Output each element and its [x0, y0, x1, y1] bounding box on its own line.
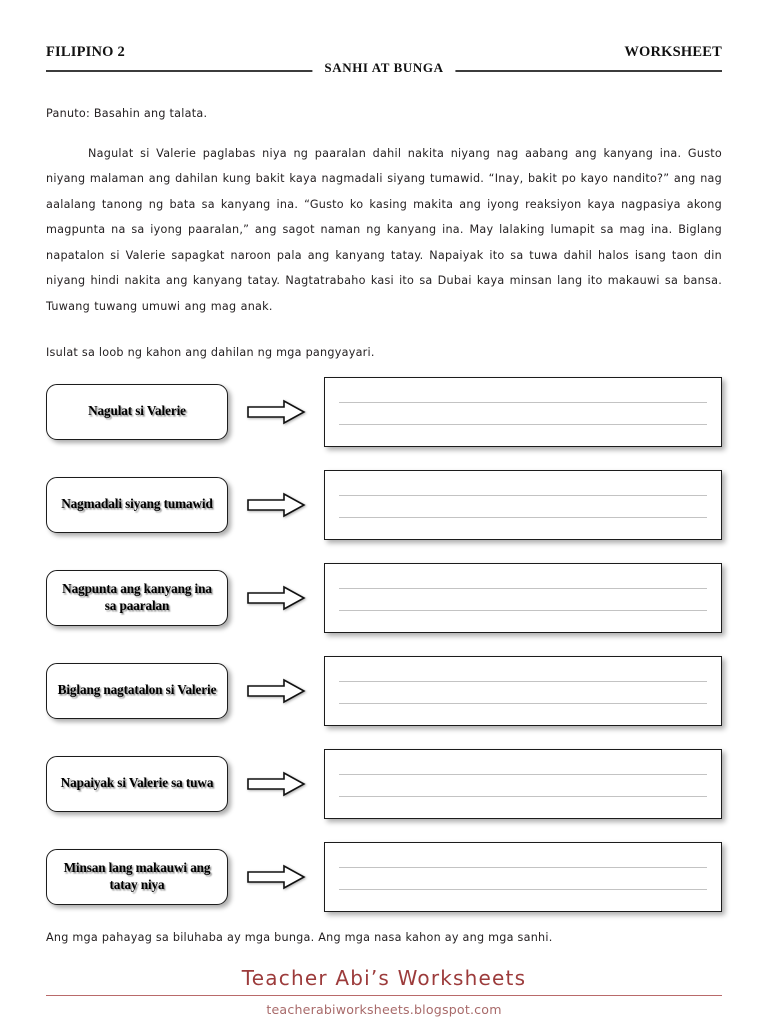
answer-input-box[interactable] — [324, 655, 722, 726]
header-doctype: WORKSHEET — [624, 44, 722, 60]
writing-line — [339, 702, 707, 704]
writing-line — [339, 888, 707, 890]
right-arrow-icon — [247, 492, 306, 517]
brand-title: Teacher Abi’s Worksheets — [241, 965, 527, 990]
arrow-cell — [228, 771, 324, 797]
answer-input-box[interactable] — [324, 376, 722, 447]
page-title: SANHI AT BUNGA — [312, 60, 456, 76]
writing-line — [339, 795, 707, 797]
effect-box: Napaiyak si Valerie sa tuwa — [46, 755, 228, 812]
effect-label: Nagmadali siyang tumawid — [61, 496, 213, 512]
table-row: Nagpunta ang kanyang ina sa paaralan — [46, 559, 722, 637]
effect-box: Minsan lang makauwi ang tatay niya — [46, 848, 228, 905]
right-arrow-icon — [247, 864, 306, 889]
effect-box: Biglang nagtatalon si Valerie — [46, 662, 228, 719]
writing-line — [339, 401, 707, 403]
writing-line — [339, 680, 707, 682]
answer-input-box[interactable] — [324, 562, 722, 633]
brand-divider — [46, 994, 722, 996]
arrow-cell — [228, 492, 324, 518]
table-row: Minsan lang makauwi ang tatay niya — [46, 838, 722, 916]
effect-box: Nagpunta ang kanyang ina sa paaralan — [46, 569, 228, 626]
reading-passage: Nagulat si Valerie paglabas niya ng paar… — [46, 146, 722, 313]
arrow-cell — [228, 864, 324, 890]
effect-label: Biglang nagtatalon si Valerie — [57, 682, 217, 698]
table-row: Napaiyak si Valerie sa tuwa — [46, 745, 722, 823]
effect-label: Napaiyak si Valerie sa tuwa — [60, 775, 214, 791]
arrow-cell — [228, 678, 324, 704]
arrow-cell — [228, 585, 324, 611]
table-row: Biglang nagtatalon si Valerie — [46, 652, 722, 730]
table-row: Nagulat si Valerie — [46, 373, 722, 451]
writing-line — [339, 494, 707, 496]
right-arrow-icon — [247, 399, 306, 424]
answer-input-box[interactable] — [324, 469, 722, 540]
effect-label: Minsan lang makauwi ang tatay niya — [63, 860, 211, 892]
brand-url: teacherabiworksheets.blogspot.com — [266, 1001, 502, 1017]
instruction-read: Panuto: Basahin ang talata. — [46, 107, 208, 120]
writing-line — [339, 423, 707, 425]
effect-box: Nagmadali siyang tumawid — [46, 476, 228, 533]
writing-line — [339, 587, 707, 589]
table-row: Nagmadali siyang tumawid — [46, 466, 722, 544]
header-subject: FILIPINO 2 — [46, 44, 125, 60]
writing-line — [339, 516, 707, 518]
right-arrow-icon — [247, 678, 306, 703]
writing-line — [339, 866, 707, 868]
effect-box: Nagulat si Valerie — [46, 383, 228, 440]
cause-effect-rows: Nagulat si Valerie Nagmadali siyang tuma… — [46, 373, 722, 916]
effect-label: Nagulat si Valerie — [88, 403, 186, 419]
page-header: FILIPINO 2 WORKSHEET SANHI AT BUNGA — [46, 44, 722, 78]
answer-input-box[interactable] — [324, 841, 722, 912]
writing-line — [339, 609, 707, 611]
footnote: Ang mga pahayag sa biluhaba ay mga bunga… — [46, 930, 553, 944]
writing-line — [339, 773, 707, 775]
right-arrow-icon — [247, 585, 306, 610]
effect-label: Nagpunta ang kanyang ina sa paaralan — [62, 581, 212, 613]
instruction-write: Isulat sa loob ng kahon ang dahilan ng m… — [46, 345, 375, 359]
footer: Teacher Abi’s Worksheets teacherabiworks… — [46, 966, 722, 1017]
arrow-cell — [228, 399, 324, 425]
answer-input-box[interactable] — [324, 748, 722, 819]
right-arrow-icon — [247, 771, 306, 796]
